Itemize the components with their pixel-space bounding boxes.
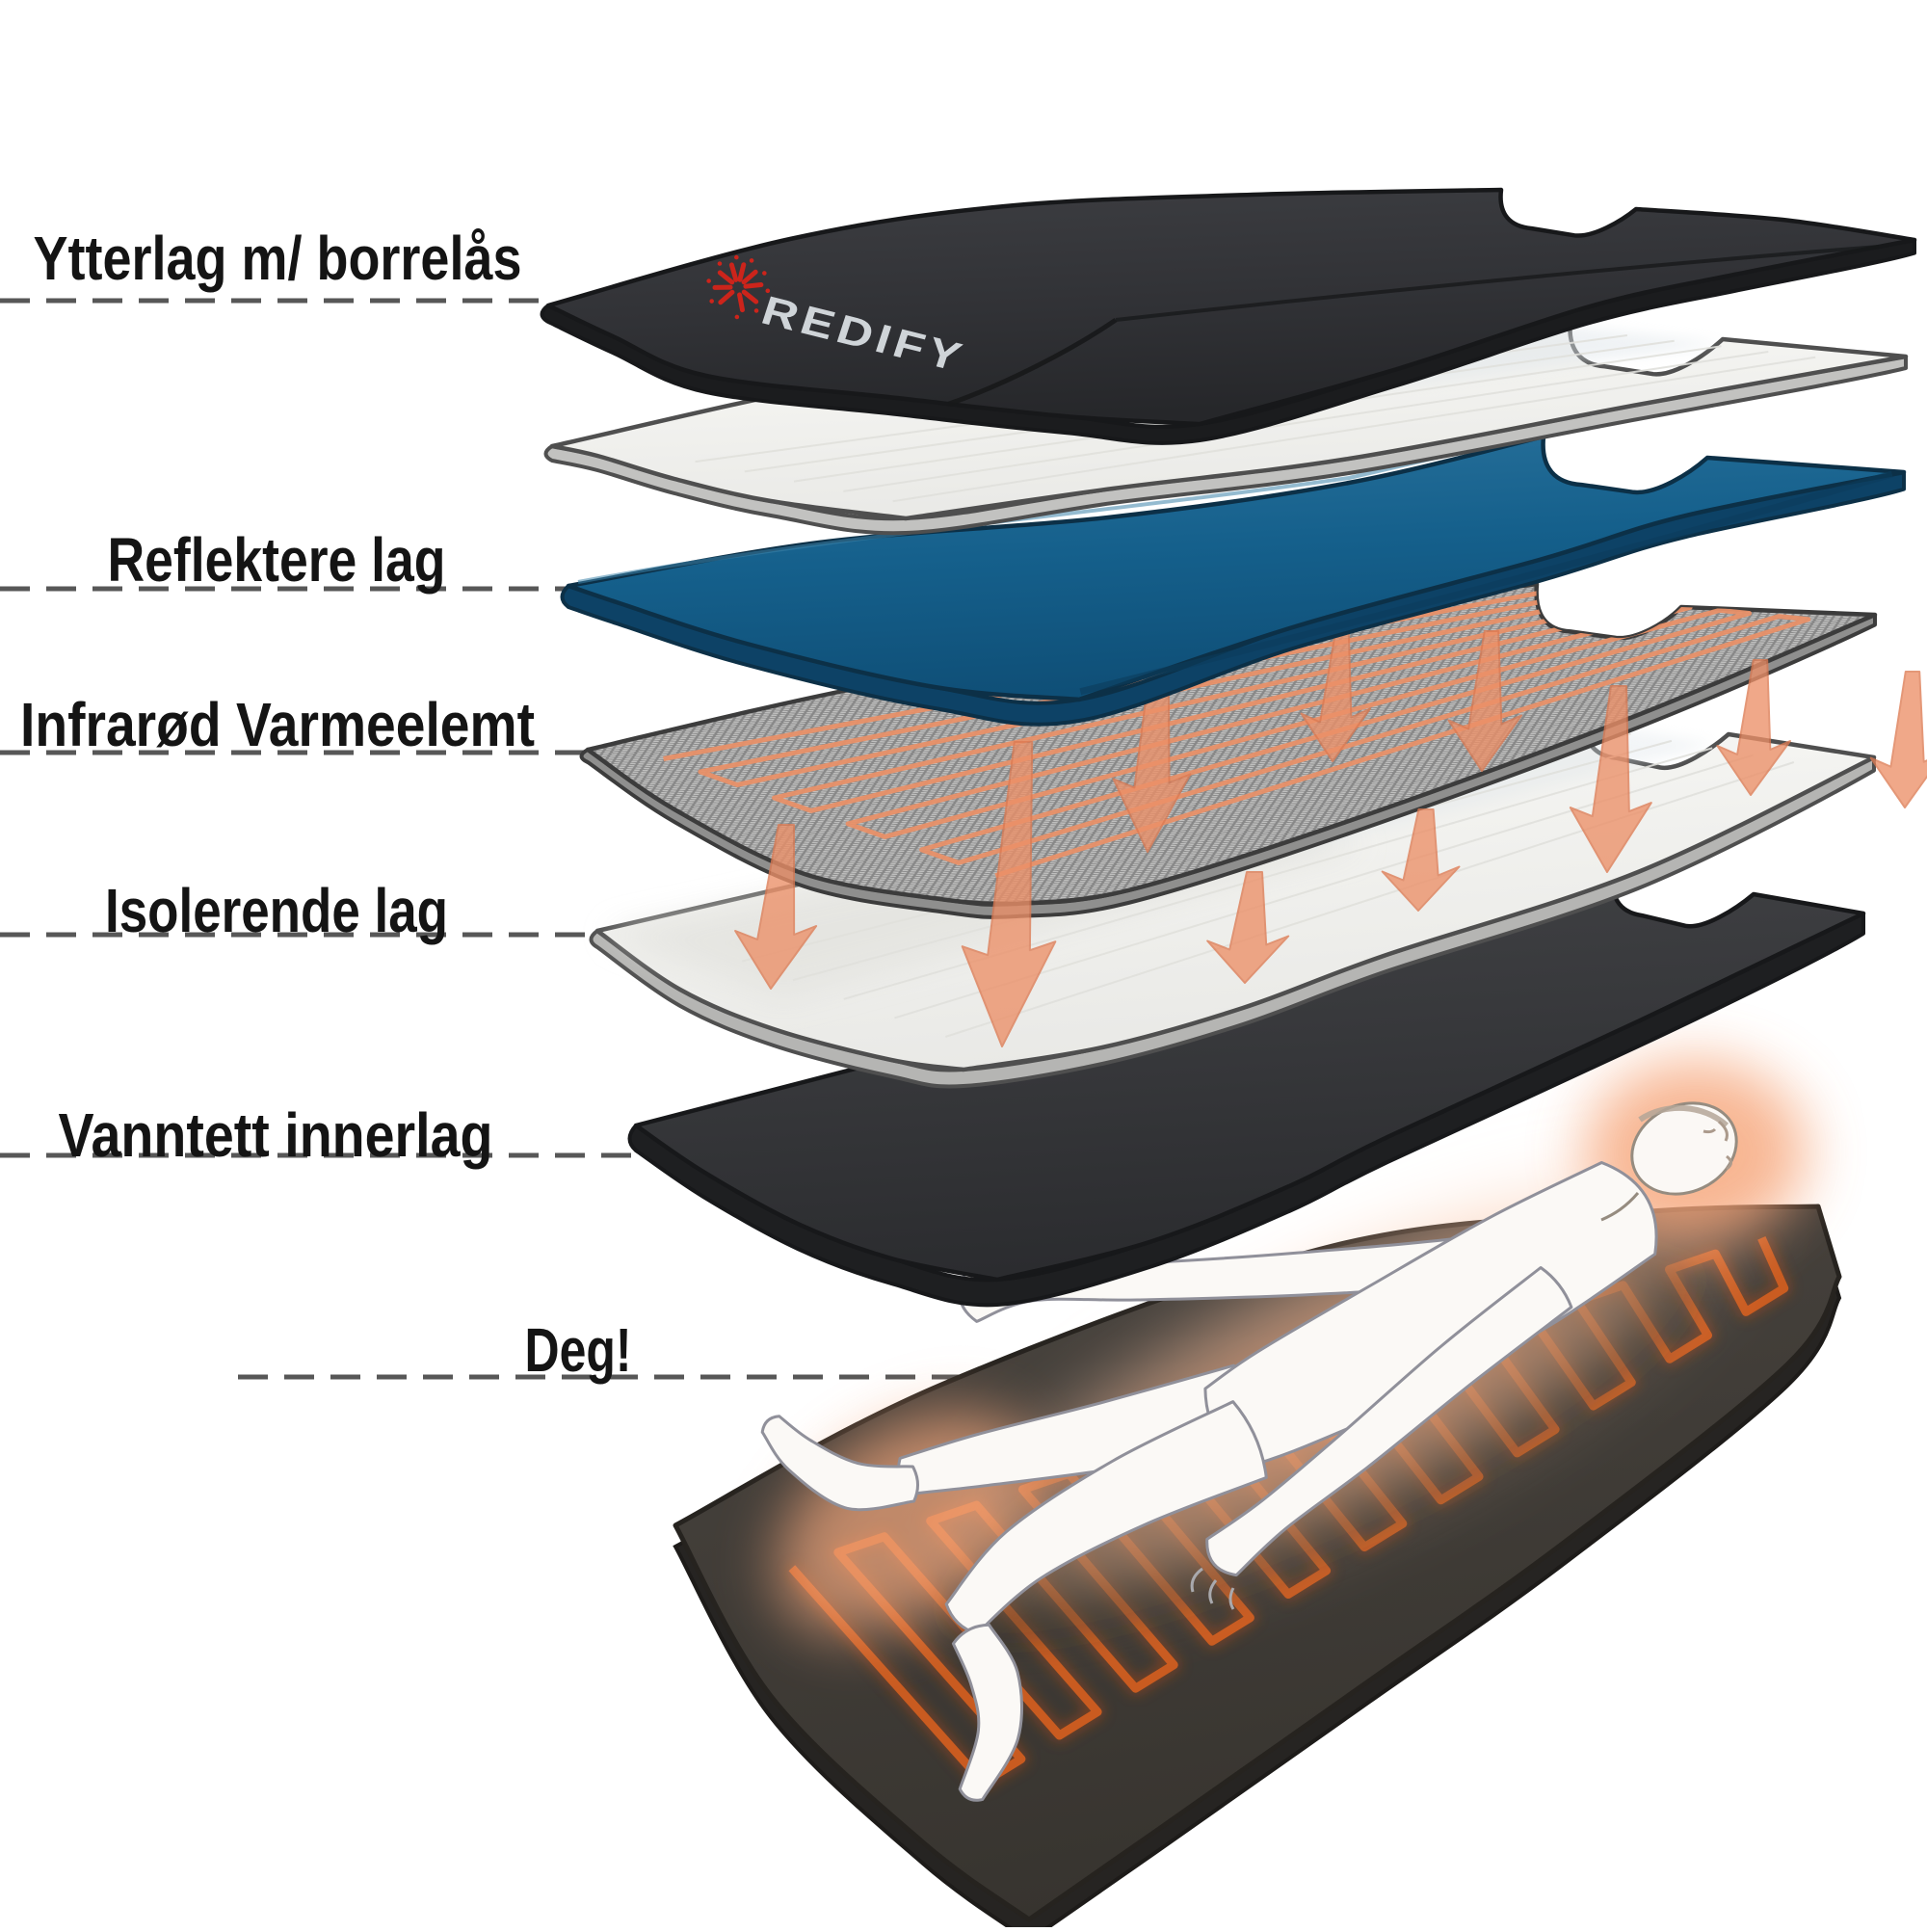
svg-text:Reflektere lag: Reflektere lag [108,525,446,595]
svg-text:Deg!: Deg! [525,1315,632,1385]
svg-text:Vanntett innerlag: Vanntett innerlag [59,1100,493,1170]
svg-text:Ytterlag m/ borrelås: Ytterlag m/ borrelås [34,224,522,293]
svg-text:Infrarød Varmeelemt: Infrarød Varmeelemt [20,690,535,759]
svg-text:Isolerende lag: Isolerende lag [105,876,448,945]
